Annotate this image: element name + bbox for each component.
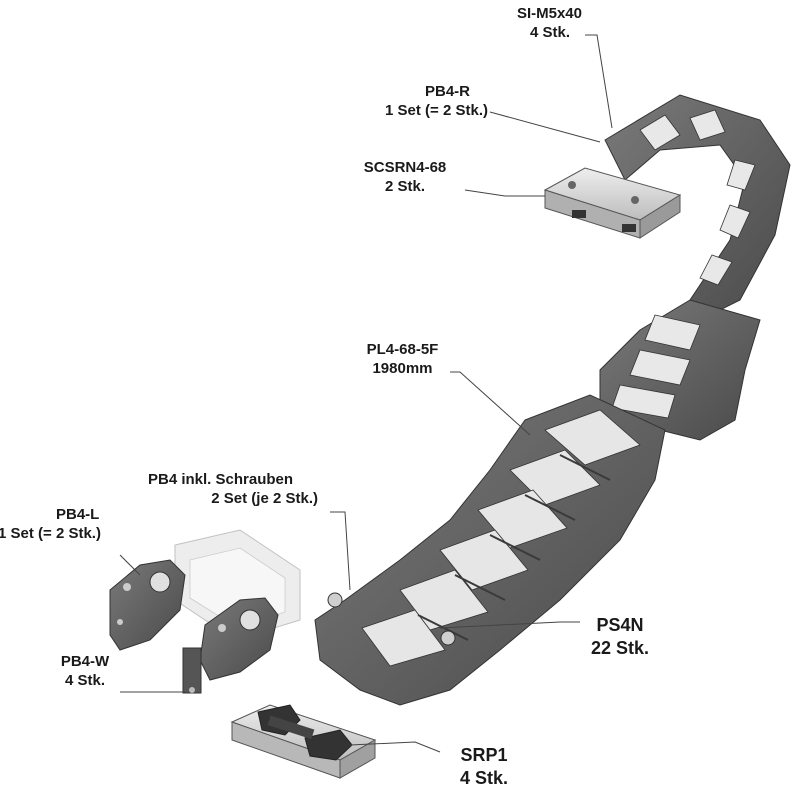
label-pb4-inkl-qty: 2 Set (je 2 Stk.): [211, 490, 318, 507]
label-pb4-r: PB4-R 1 Set (= 2 Stk.): [320, 82, 488, 120]
label-pb4-l-part: PB4-L: [56, 506, 100, 523]
srp1-strain-relief: [230, 704, 377, 779]
label-pb4-inkl: PB4 inkl. Schrauben 2 Set (je 2 Stk.): [140, 470, 340, 508]
label-srp1-qty: 4 Stk.: [459, 768, 509, 788]
label-pl4-68-5f-part: PL4-68-5F: [366, 341, 439, 358]
label-pl4-68-5f: PL4-68-5F 1980mm: [355, 340, 450, 378]
label-scsrn4-68-qty: 2 Stk.: [384, 178, 426, 195]
energy-chain: [314, 94, 791, 706]
pb4-l-bracket-assembly: [109, 529, 301, 694]
label-srp1: SRP1 4 Stk.: [444, 744, 524, 790]
leader-srp1: [349, 741, 441, 753]
leader-pb4-l: [119, 554, 141, 576]
label-ps4n: PS4N 22 Stk.: [580, 614, 660, 660]
label-ps4n-part: PS4N: [596, 615, 644, 635]
label-pb4-l: PB4-L 1 Set (= 2 Stk.): [0, 505, 138, 543]
label-scsrn4-68-part: SCSRN4-68: [363, 159, 447, 176]
label-scsrn4-68: SCSRN4-68 2 Stk.: [350, 158, 460, 196]
label-pb4-w: PB4-W 4 Stk.: [50, 652, 120, 690]
leader-scsrn4-68: [464, 189, 545, 197]
label-pb4-r-part: PB4-R: [424, 83, 470, 100]
label-srp1-part: SRP1: [460, 745, 508, 765]
leader-pl4-68-5f: [450, 371, 531, 436]
label-pb4-w-qty: 4 Stk.: [64, 672, 106, 689]
label-si-m5x40-qty: 4 Stk.: [529, 24, 570, 41]
label-si-m5x40: SI-M5x40 4 Stk.: [470, 4, 582, 42]
scsrn4-68-plate: [543, 167, 682, 239]
label-pl4-68-5f-qty: 1980mm: [372, 360, 433, 377]
label-si-m5x40-part: SI-M5x40: [516, 5, 582, 22]
label-pb4-r-qty: 1 Set (= 2 Stk.): [385, 102, 488, 119]
label-pb4-l-qty: 1 Set (= 2 Stk.): [0, 525, 101, 542]
leader-lines: [119, 34, 613, 753]
leader-pb4-r: [489, 111, 601, 143]
leader-ps4n: [439, 621, 580, 629]
label-pb4-w-part: PB4-W: [60, 653, 110, 670]
label-ps4n-qty: 22 Stk.: [590, 638, 650, 658]
leader-si-m5x40: [585, 34, 613, 129]
label-pb4-inkl-part: PB4 inkl. Schrauben: [148, 471, 294, 488]
leader-pb4-inkl: [330, 511, 351, 591]
